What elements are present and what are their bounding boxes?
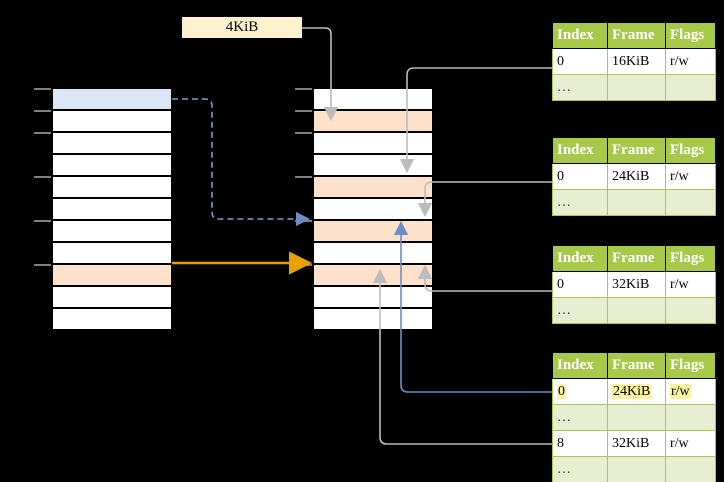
table-row[interactable]: 0 24KiB r/w — [552, 378, 716, 405]
column-header: Index — [552, 352, 608, 379]
table-cell: 24KiB — [607, 163, 666, 190]
memory-row — [52, 264, 172, 286]
table-cell: … — [552, 297, 608, 324]
column-header: Flags — [665, 22, 716, 49]
memory-row — [52, 110, 172, 132]
table-cell: 32KiB — [607, 271, 666, 298]
memory-row — [52, 286, 172, 308]
table-cell: r/w — [665, 271, 716, 298]
table-row[interactable]: … — [552, 297, 716, 324]
table-cell: … — [552, 189, 608, 216]
table-cell: 0 — [552, 271, 608, 298]
table-cell — [665, 297, 716, 324]
memory-row — [52, 220, 172, 242]
memory-row — [52, 308, 172, 330]
table-cell — [665, 456, 716, 482]
table-cell — [665, 189, 716, 216]
row-tick-mark — [295, 88, 312, 90]
size-label-text: 4KiB — [225, 19, 259, 35]
table-cell — [607, 74, 666, 101]
table-cell — [665, 74, 716, 101]
column-header: Index — [552, 137, 608, 164]
column-header: Flags — [665, 352, 716, 379]
column-header: Flags — [665, 137, 716, 164]
highlighted-value: 0 — [557, 383, 566, 399]
table-cell: … — [552, 456, 608, 482]
memory-row — [52, 88, 172, 110]
row-tick-mark — [295, 132, 312, 134]
table-cell: 16KiB — [607, 48, 666, 75]
row-tick-mark — [34, 132, 51, 134]
row-tick-mark — [34, 176, 51, 178]
row-tick-mark — [295, 176, 312, 178]
column-header: Flags — [665, 245, 716, 272]
table-cell — [607, 456, 666, 482]
table-cell: … — [552, 74, 608, 101]
table-cell — [607, 189, 666, 216]
table-cell: r/w — [665, 48, 716, 75]
table-cell — [607, 404, 666, 431]
row-tick-mark — [295, 264, 312, 266]
column-header: Index — [552, 245, 608, 272]
row-tick-mark — [34, 88, 51, 90]
highlighted-value: 24KiB — [612, 383, 652, 399]
table-row[interactable]: … — [552, 74, 716, 101]
table-cell: 8 — [552, 430, 608, 457]
row-tick-mark — [34, 220, 51, 222]
table-cell: 0 — [552, 48, 608, 75]
memory-row — [52, 198, 172, 220]
table-cell: 0 — [552, 378, 608, 405]
memory-row — [52, 132, 172, 154]
table-cell — [607, 297, 666, 324]
column-header: Frame — [607, 245, 666, 272]
memory-row — [52, 176, 172, 198]
size-label-4kib: 4KiB — [182, 17, 302, 38]
table-cell: … — [552, 404, 608, 431]
table-cell — [665, 404, 716, 431]
table-cell: r/w — [665, 430, 716, 457]
row-tick-mark — [34, 264, 51, 266]
table-cell: r/w — [665, 163, 716, 190]
memory-row — [52, 242, 172, 264]
table-row[interactable]: … — [552, 404, 716, 431]
column-header: Frame — [607, 22, 666, 49]
memory-row — [52, 154, 172, 176]
row-tick-mark — [295, 220, 312, 222]
table-row[interactable]: … — [552, 456, 716, 482]
row-tick-mark — [34, 110, 51, 112]
highlighted-value: r/w — [670, 383, 691, 399]
table-cell: 24KiB — [607, 378, 666, 405]
column-header: Frame — [607, 352, 666, 379]
table-cell: 0 — [552, 163, 608, 190]
column-header: Index — [552, 22, 608, 49]
table-cell: r/w — [665, 378, 716, 405]
left-memory-column — [52, 88, 172, 330]
table-row[interactable]: … — [552, 189, 716, 216]
row-tick-mark — [295, 110, 312, 112]
table-cell: 32KiB — [607, 430, 666, 457]
column-header: Frame — [607, 137, 666, 164]
